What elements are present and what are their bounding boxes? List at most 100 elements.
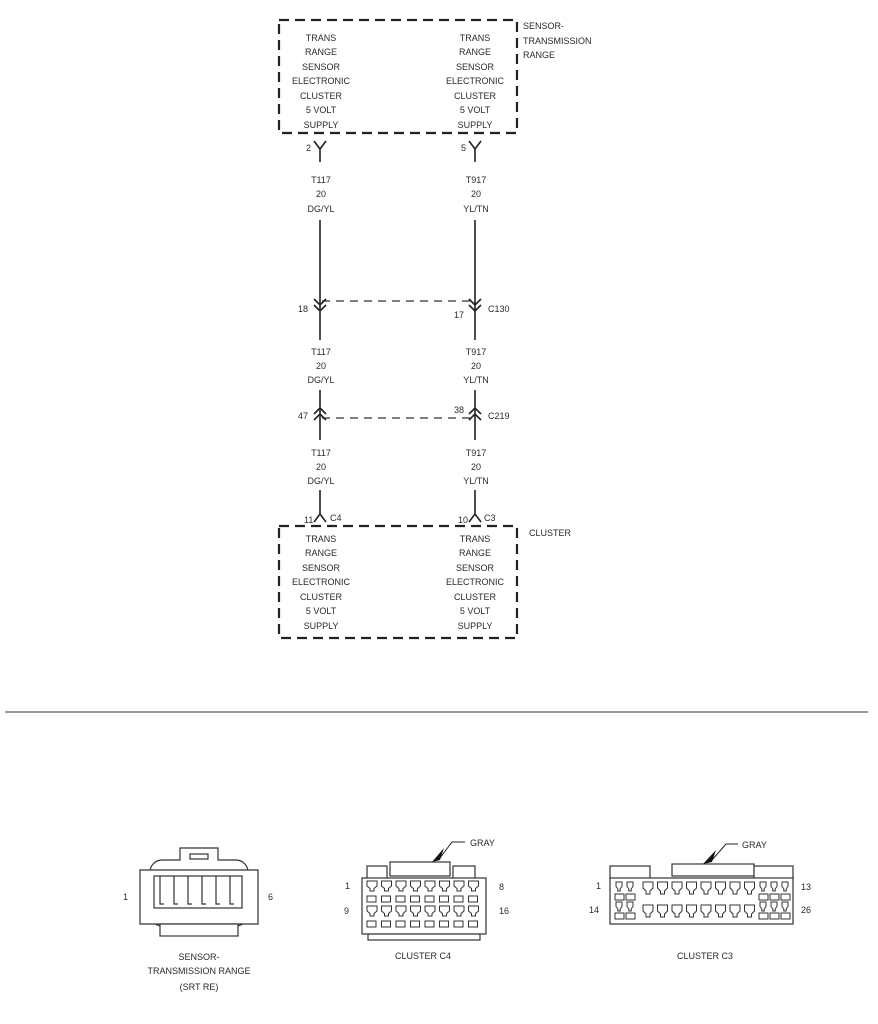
terminal-cavity — [686, 881, 697, 895]
connector-name: C3 — [484, 513, 496, 523]
function-text: RANGE — [305, 47, 337, 57]
function-text: 5 VOLT — [460, 606, 491, 616]
function-text: ELECTRONIC — [292, 577, 351, 587]
wire-gauge: 20 — [316, 189, 326, 199]
wire-gauge: 20 — [316, 462, 326, 472]
sensor-transmission-range-box — [277, 18, 519, 135]
terminal-cavity — [686, 904, 697, 918]
wire-gauge: 20 — [316, 361, 326, 371]
terminal-slot — [410, 895, 420, 903]
pin-number: 11 — [304, 515, 313, 525]
callout-line — [439, 841, 465, 859]
wire-circuit: T917 — [466, 347, 487, 357]
terminal-cavity — [715, 904, 726, 918]
pin-number: 14 — [589, 905, 599, 915]
wire-color: YL/TN — [463, 204, 489, 214]
callout-line — [711, 843, 738, 861]
function-text: CLUSTER — [300, 592, 343, 602]
terminal-cavity — [395, 905, 407, 917]
terminal-slot — [614, 912, 625, 920]
pin-number: 38 — [454, 405, 464, 415]
wire-circuit: T117 — [311, 175, 331, 185]
terminal-cavity — [626, 901, 634, 912]
terminal-slot — [468, 895, 478, 903]
terminal-slot — [780, 893, 791, 901]
terminal-cavity — [453, 880, 465, 892]
function-text: SENSOR — [302, 62, 341, 72]
bottom-left-function: TRANS RANGE SENSOR ELECTRONIC CLUSTER 5 … — [292, 534, 351, 631]
terminal-cavity — [615, 901, 623, 912]
male-terminal-icon — [468, 512, 482, 523]
wire-gauge: 20 — [471, 462, 481, 472]
connector-label: CLUSTER C4 — [395, 951, 451, 961]
terminal-cavity — [700, 881, 712, 895]
wire-color: YL/TN — [463, 375, 489, 385]
pin-number: 1 — [123, 892, 128, 902]
terminal-cavity — [468, 905, 479, 917]
terminal-cavity — [468, 880, 479, 892]
terminal-cavity — [729, 904, 741, 918]
function-text: SENSOR — [302, 563, 341, 573]
connector-label: TRANSMISSION RANGE — [147, 966, 250, 976]
cluster-c3-connector-view: GRAY 1 13 14 26 CLUSTER C3 — [589, 840, 811, 961]
top-component-name: SENSOR- TRANSMISSION RANGE — [523, 21, 592, 60]
function-text: RANGE — [459, 47, 491, 57]
function-text: TRANS — [460, 33, 491, 43]
connector-name: C4 — [330, 513, 342, 523]
bottom-right-function: TRANS RANGE SENSOR ELECTRONIC CLUSTER 5 … — [446, 534, 505, 631]
terminal-slot — [453, 895, 464, 903]
female-terminal-icon — [313, 140, 327, 162]
terminal-slot — [614, 893, 625, 901]
male-terminal-icon — [313, 512, 327, 523]
terminal-cavity — [744, 904, 755, 918]
connector-label: SENSOR- — [178, 952, 219, 962]
srt-connector-view: 1 6 SENSOR- TRANSMISSION RANGE (SRT RE) — [123, 847, 273, 992]
wire-color: DG/YL — [307, 375, 334, 385]
terminal-slot — [625, 912, 636, 920]
terminal-cavity — [770, 901, 778, 912]
terminal-slot — [366, 895, 377, 903]
function-text: CLUSTER — [454, 592, 497, 602]
function-text: RANGE — [459, 548, 491, 558]
top-right-function: TRANS RANGE SENSOR ELECTRONIC CLUSTER 5 … — [446, 33, 505, 130]
terminal-slot — [410, 920, 420, 928]
function-text: 5 VOLT — [460, 105, 491, 115]
terminal-slot — [625, 893, 636, 901]
terminal-slot — [366, 920, 377, 928]
function-text: SUPPLY — [304, 120, 339, 130]
connector-name: C130 — [488, 304, 510, 314]
terminal-slot — [395, 895, 406, 903]
pin-number: 13 — [801, 882, 811, 892]
cluster-c4-connector-view: GRAY 1 8 9 16 CLUSTER C4 — [344, 838, 509, 961]
terminal-cavity — [439, 905, 450, 917]
wire-color: DG/YL — [307, 476, 334, 486]
arrow-icon — [703, 850, 716, 864]
wire-gauge: 20 — [471, 361, 481, 371]
terminal-cavity — [759, 881, 767, 892]
terminal-slot — [381, 895, 391, 903]
wire-circuit: T917 — [466, 175, 487, 185]
terminal-cavity — [715, 881, 726, 895]
terminal-cavity — [729, 881, 741, 895]
terminal-cavity — [642, 881, 654, 895]
connector-name: C219 — [488, 411, 510, 421]
terminal-cavity — [781, 881, 789, 892]
pin-number: 1 — [596, 881, 601, 891]
connector-color: GRAY — [470, 838, 495, 848]
inline-connector-icon — [313, 406, 327, 421]
terminal-cavity — [410, 905, 421, 917]
terminal-cavity — [366, 880, 378, 892]
wire-circuit: T917 — [466, 448, 487, 458]
inline-connector-icon — [468, 406, 482, 421]
terminal-cavity — [671, 904, 683, 918]
pin-number: 6 — [268, 892, 273, 902]
function-text: CLUSTER — [454, 91, 497, 101]
terminal-slot — [780, 912, 791, 920]
wire-color: YL/TN — [463, 476, 489, 486]
terminal-cavity — [744, 881, 755, 895]
terminal-slot — [424, 895, 435, 903]
pin-number: 5 — [461, 143, 466, 153]
function-text: RANGE — [305, 548, 337, 558]
terminal-slot — [468, 920, 478, 928]
